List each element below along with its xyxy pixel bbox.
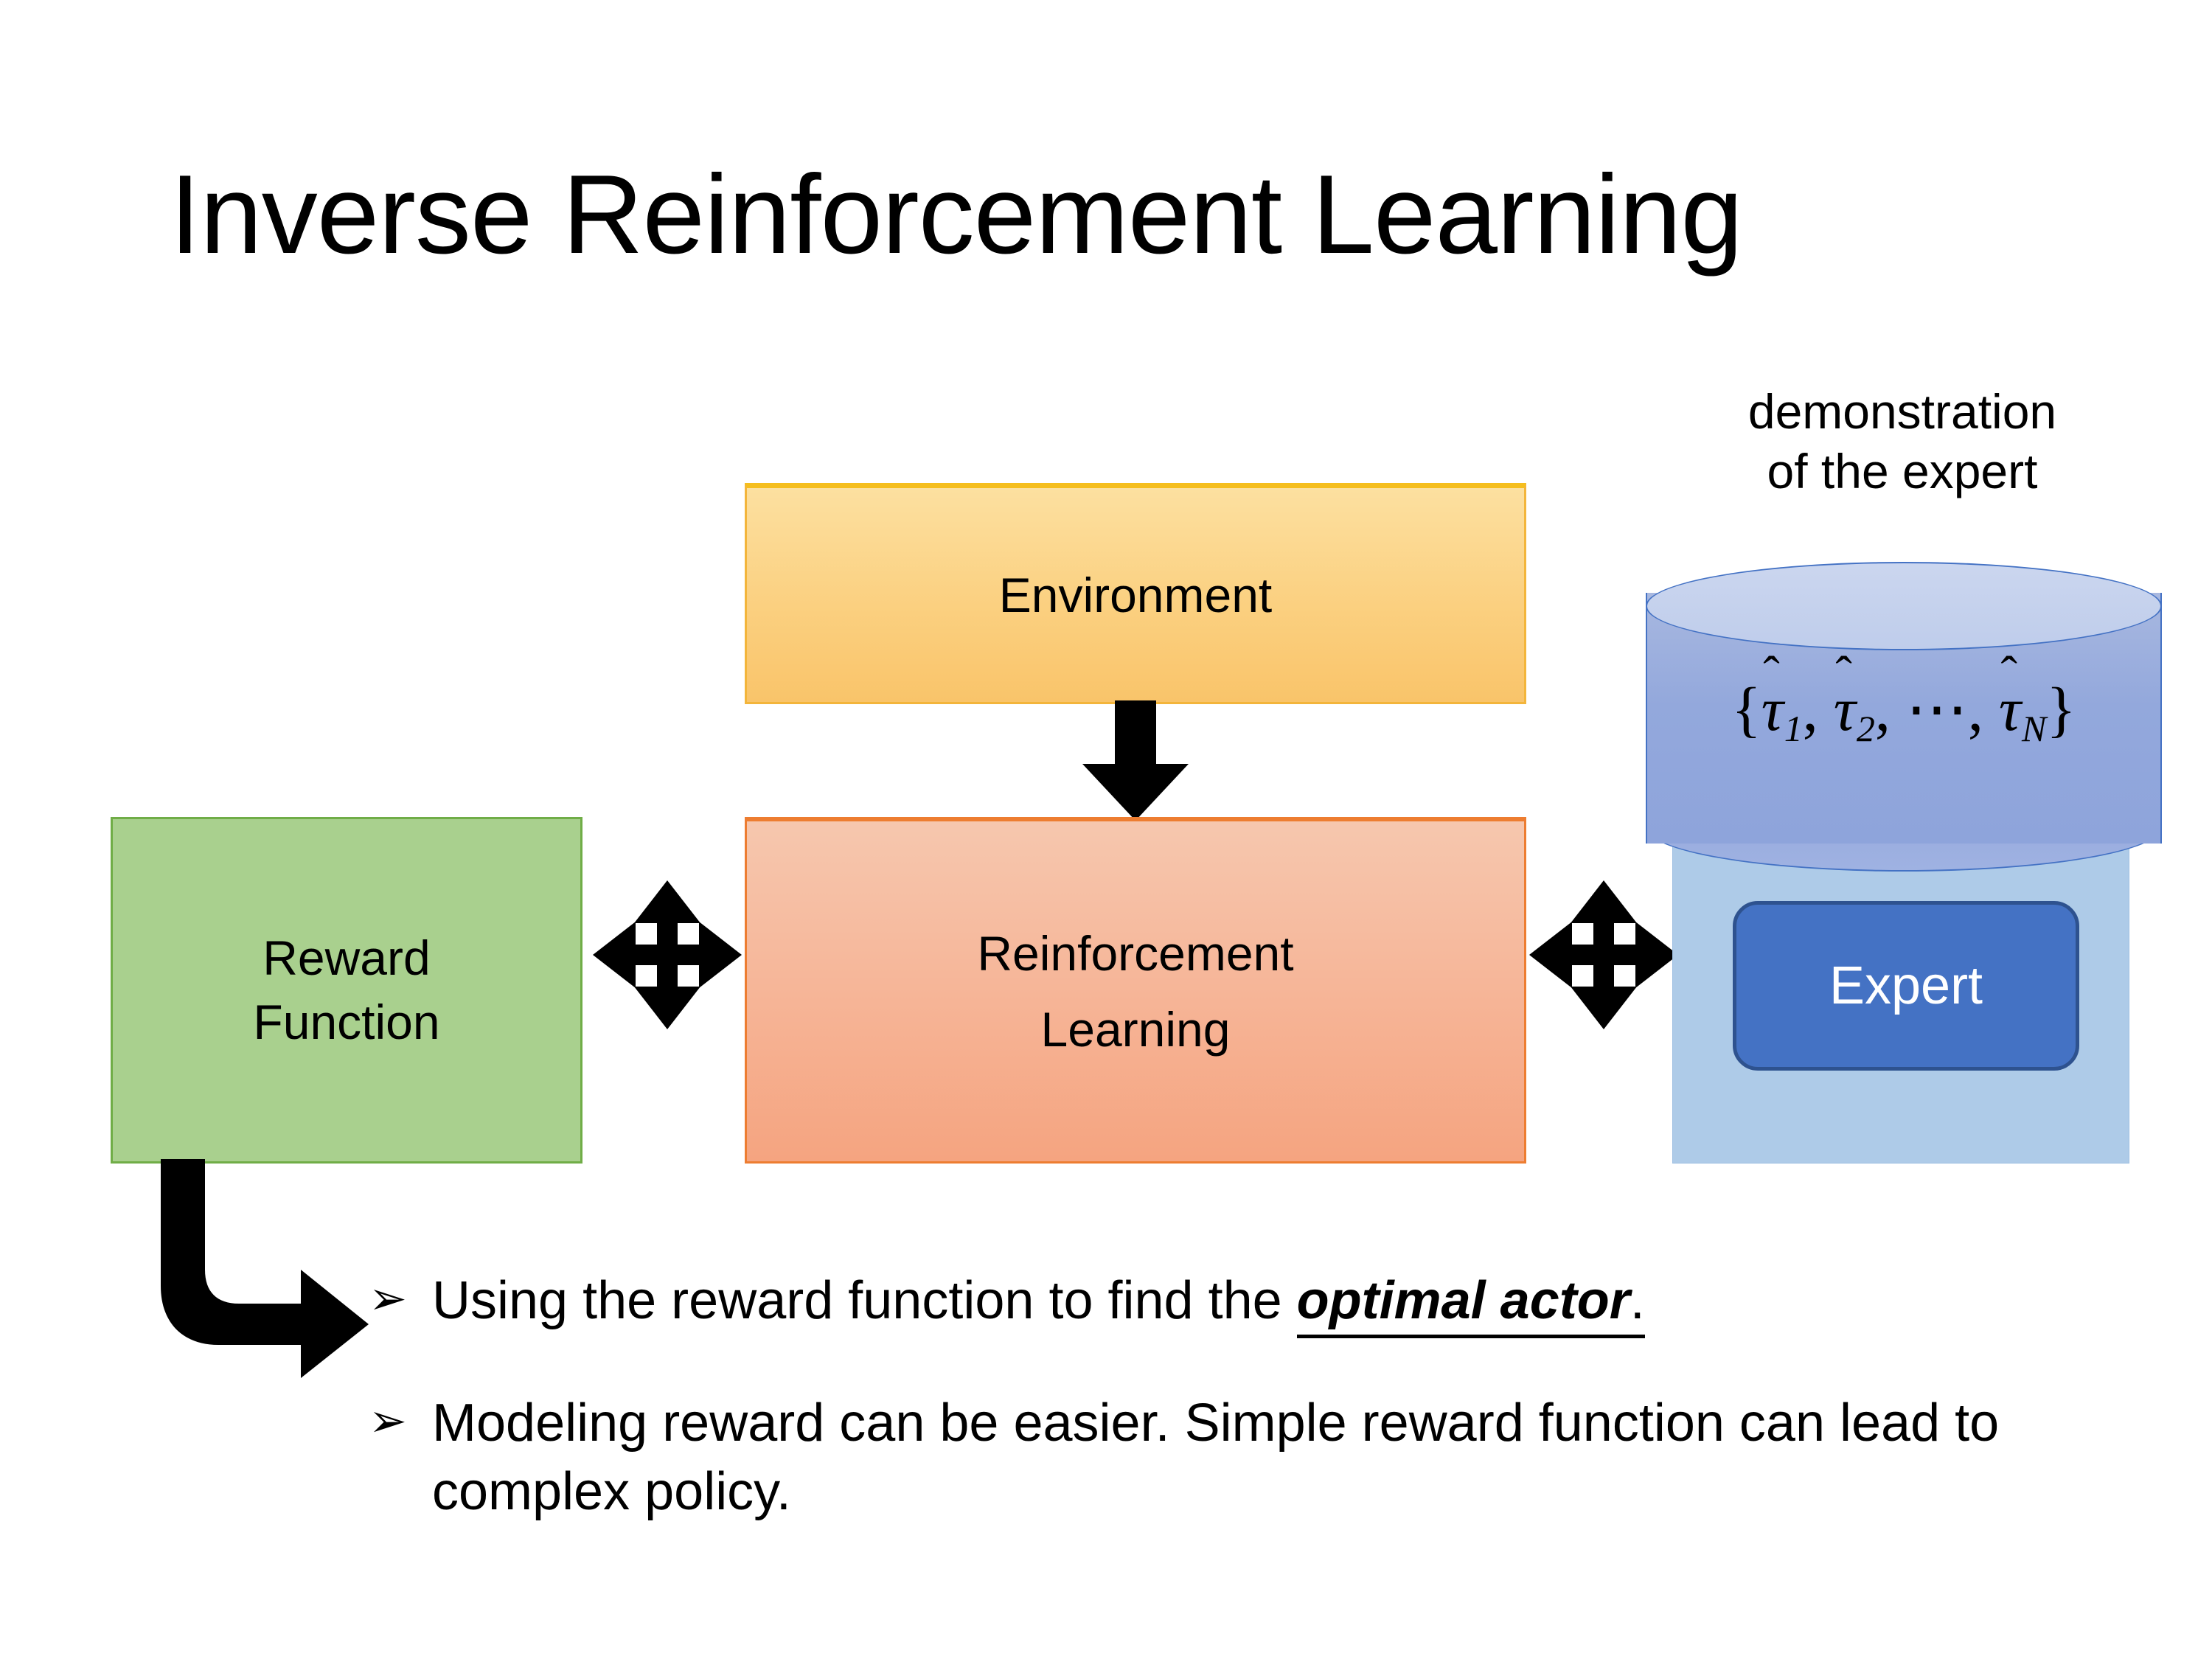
reward-function-label-line2: Function: [253, 995, 440, 1049]
trajectory-set-formula: {τ̂1, τ̂2, ⋯, τ̂N}: [1731, 675, 2076, 749]
page-title: Inverse Reinforcement Learning: [170, 152, 1743, 277]
down-arrow-icon: [1077, 700, 1194, 822]
formula-sub-1: 1: [1784, 708, 1803, 749]
formula-sub-n: N: [2021, 708, 2047, 749]
bullet-marker-icon: ➢: [369, 1271, 407, 1325]
list-item: ➢ Using the reward function to find the …: [369, 1267, 2101, 1338]
bullet-1-lead: Using the reward function to find the: [432, 1271, 1297, 1330]
demonstration-caption-line2: of the expert: [1767, 443, 2038, 498]
environment-box: Environment: [745, 483, 1526, 704]
bullet-text: Modeling reward can be easier. Simple re…: [432, 1389, 2101, 1527]
reward-function-box: Reward Function: [111, 817, 582, 1164]
quad-arrow-icon-right: [1526, 877, 1681, 1032]
formula-tau-2: τ: [1833, 675, 1856, 744]
formula-ellipsis: ⋯: [1905, 675, 1968, 744]
formula-sub-2: 2: [1856, 708, 1875, 749]
environment-label: Environment: [998, 568, 1273, 622]
reward-function-label-line1: Reward: [262, 930, 431, 985]
formula-close-brace: }: [2046, 675, 2076, 744]
formula-tau-1: τ: [1761, 675, 1784, 744]
cylinder-top-icon: [1646, 562, 2162, 650]
bullet-list: ➢ Using the reward function to find the …: [369, 1267, 2101, 1527]
bullet-marker-icon: ➢: [369, 1393, 407, 1447]
expert-label: Expert: [1829, 956, 1983, 1015]
reinforcement-learning-box: Reinforcement Learning: [745, 817, 1526, 1164]
demonstration-caption: demonstration of the expert: [1644, 382, 2160, 501]
list-item: ➢ Modeling reward can be easier. Simple …: [369, 1389, 2101, 1527]
rl-label-line1: Reinforcement: [977, 926, 1294, 981]
quad-arrow-icon-left: [590, 877, 745, 1032]
formula-open-brace: {: [1731, 675, 1761, 744]
bullet-2-lead: Modeling reward can be easier. Simple re…: [432, 1393, 2000, 1522]
elbow-arrow-icon: [161, 1159, 419, 1399]
demonstration-cylinder: {τ̂1, τ̂2, ⋯, τ̂N}: [1646, 562, 2162, 872]
expert-box: Expert: [1733, 901, 2079, 1071]
bullet-text: Using the reward function to find the op…: [432, 1267, 2101, 1338]
rl-label-line2: Learning: [1040, 1001, 1231, 1057]
bullet-1-emphasis: optimal actor: [1296, 1271, 1630, 1338]
demonstration-caption-line1: demonstration: [1747, 384, 2057, 439]
formula-tau-n: τ: [1998, 675, 2021, 744]
bullet-1-tail: .: [1630, 1271, 1645, 1338]
